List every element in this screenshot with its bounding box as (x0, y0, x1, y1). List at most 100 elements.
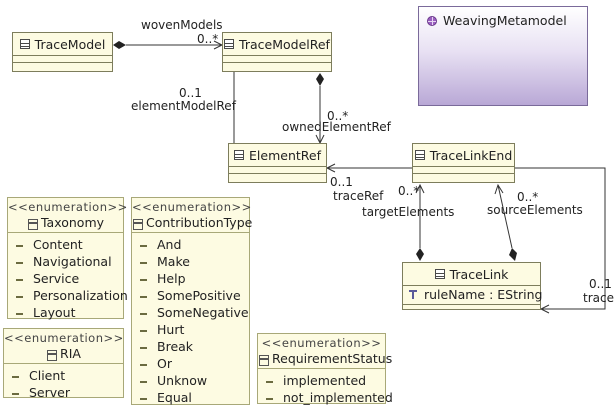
enum-literals: Client Server (4, 363, 123, 401)
enum-stereotype: <<enumeration>> (261, 336, 382, 350)
literal-icon (16, 278, 23, 281)
literal-icon (140, 278, 147, 281)
enum-contribution-type[interactable]: <<enumeration>> ContributionType And Mak… (131, 197, 253, 406)
enum-literal[interactable]: Hurt (132, 321, 249, 338)
composition-diamond-owned (316, 73, 324, 86)
class-trace-link-end[interactable]: TraceLinkEnd (412, 143, 515, 183)
literal-icon (140, 380, 147, 383)
class-icon (434, 269, 445, 279)
mult-element-model-ref: 0..1 (179, 86, 202, 100)
enum-name: Taxonomy (40, 215, 105, 230)
label-target-elements: targetElements (362, 205, 455, 219)
enum-literal[interactable]: Make (132, 253, 249, 270)
enum-literal[interactable]: Or (132, 355, 249, 372)
package-weaving-metamodel[interactable]: WeavingMetamodel (418, 6, 588, 106)
label-trace: trace (583, 291, 614, 305)
enumeration-icon (27, 218, 38, 230)
mult-trace-ref: 0..1 (330, 175, 353, 189)
enum-stereotype: <<enumeration>> (8, 200, 128, 214)
literal-icon (140, 295, 147, 298)
attribute-rule-name[interactable]: ruleName : EString (403, 286, 542, 304)
attribute-icon (409, 290, 418, 300)
literal-icon (16, 312, 23, 315)
arrow-head-trace (539, 304, 550, 314)
literal-icon (140, 346, 147, 349)
class-trace-model[interactable]: TraceModel (12, 32, 113, 72)
literal-icon (140, 363, 147, 366)
enumeration-icon (258, 354, 269, 366)
class-name: TraceModel (34, 36, 106, 52)
enum-literal[interactable]: SomeNegative (132, 304, 249, 321)
mult-trace: 0..1 (589, 277, 612, 291)
label-element-model-ref: elementModelRef (131, 99, 236, 113)
mult-source-elements: 0..* (517, 190, 539, 204)
enum-literal[interactable]: not_implemented (258, 389, 393, 406)
mult-woven-models: 0..* (197, 32, 219, 46)
literal-icon (140, 244, 147, 247)
package-name: WeavingMetamodel (443, 13, 567, 28)
enum-taxonomy[interactable]: <<enumeration>> Taxonomy Content Navigat… (7, 197, 128, 321)
literal-icon (140, 397, 147, 400)
package-icon (427, 16, 437, 26)
literal-icon (16, 295, 23, 298)
enum-literal[interactable]: Layout (8, 304, 123, 321)
label-trace-ref: traceRef (333, 189, 384, 203)
enum-name: RequirementStatus (272, 351, 393, 366)
mult-owned-element-ref: 0..* (327, 109, 349, 123)
enum-name: RIA (60, 346, 81, 361)
enum-literals: implemented not_implemented (258, 368, 393, 406)
enum-literal[interactable]: Break (132, 338, 249, 355)
class-trace-link[interactable]: TraceLink ruleName : EString (402, 262, 542, 310)
class-icon (19, 39, 30, 49)
enum-literal[interactable]: Unknow (132, 372, 249, 389)
arrow-head-trace-ref (325, 163, 336, 173)
enum-literal[interactable]: Service (8, 270, 123, 287)
enum-stereotype: <<enumeration>> (4, 331, 124, 345)
class-icon (234, 150, 245, 160)
enum-literal[interactable]: SomePositive (132, 287, 249, 304)
enum-literal[interactable]: Content (8, 236, 123, 253)
enum-literals: And Make Help SomePositive SomeNegative … (132, 232, 249, 406)
literal-icon (266, 380, 273, 383)
enum-literal[interactable]: implemented (258, 372, 385, 389)
literal-icon (12, 375, 19, 378)
enum-literal[interactable]: Client (4, 367, 123, 384)
literal-icon (140, 261, 147, 264)
enum-literals: Content Navigational Service Personaliza… (8, 232, 128, 321)
enum-name: ContributionType (146, 215, 253, 230)
enum-literal[interactable]: And (132, 236, 249, 253)
enum-literal[interactable]: Navigational (8, 253, 123, 270)
enum-literal[interactable]: Server (4, 384, 123, 401)
class-name: TraceModelRef (239, 36, 330, 52)
enum-ria[interactable]: <<enumeration>> RIA Client Server (3, 328, 124, 401)
enum-literal[interactable]: Equal (132, 389, 249, 406)
enum-literal[interactable]: Help (132, 270, 249, 287)
arrow-head-target (415, 183, 425, 194)
label-owned-element-ref: ownedElementRef (282, 120, 391, 134)
enum-literal[interactable]: Personalization (8, 287, 128, 304)
class-trace-model-ref[interactable]: TraceModelRef (222, 32, 332, 72)
arrow-head-source (494, 183, 504, 195)
literal-icon (140, 329, 147, 332)
literal-icon (16, 244, 23, 247)
label-source-elements: sourceElements (487, 203, 583, 217)
label-woven-models: wovenModels (141, 18, 223, 32)
enumeration-icon (46, 349, 58, 361)
enum-stereotype: <<enumeration>> (132, 200, 252, 214)
class-icon (414, 150, 425, 160)
literal-icon (16, 261, 23, 264)
class-element-ref[interactable]: ElementRef (228, 143, 327, 183)
mult-target-elements: 0..* (398, 184, 420, 198)
edge-source-elements (497, 184, 513, 249)
literal-icon (140, 312, 147, 315)
composition-diamond-target (416, 248, 424, 261)
enum-requirement-status[interactable]: <<enumeration>> RequirementStatus implem… (257, 333, 393, 406)
literal-icon (266, 397, 273, 400)
class-name: ElementRef (249, 147, 321, 163)
edge-trace (515, 167, 606, 310)
class-name: TraceLink (449, 266, 509, 282)
literal-icon (12, 392, 19, 395)
composition-diamond-source (509, 248, 517, 261)
enumeration-icon (132, 218, 143, 230)
